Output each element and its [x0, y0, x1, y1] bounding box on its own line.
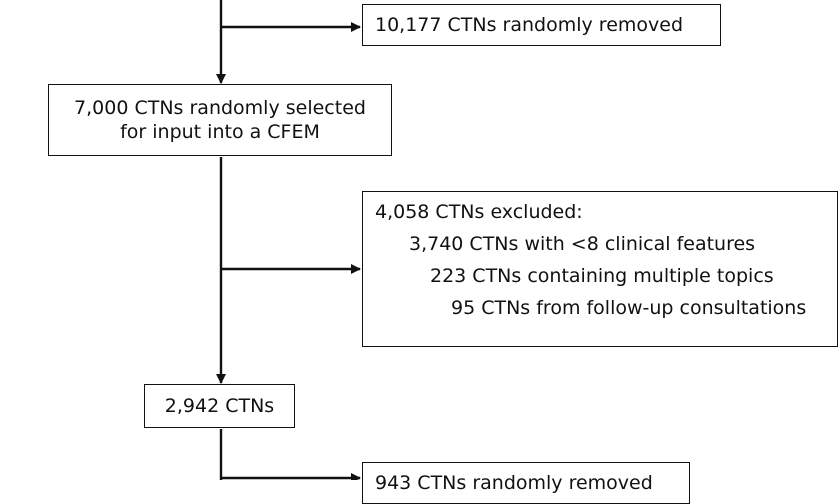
removed-top-label: 10,177 CTNs randomly removed: [375, 14, 684, 36]
remaining-label: 2,942 CTNs: [164, 395, 275, 417]
removed-top-box: 10,177 CTNs randomly removed: [362, 4, 721, 46]
selected-box: 7,000 CTNs randomly selected for input i…: [48, 84, 392, 156]
excluded-reason: 95 CTNs from follow-up consultations: [451, 297, 807, 319]
flow-connectors: [216, 0, 361, 480]
excluded-box: 4,058 CTNs excluded: 3,740 CTNs with <8 …: [362, 191, 838, 347]
excluded-title: 4,058 CTNs excluded:: [375, 201, 583, 223]
remaining-box: 2,942 CTNs: [144, 384, 295, 428]
removed-bottom-label: 943 CTNs randomly removed: [375, 472, 653, 494]
removed-bottom-box: 943 CTNs randomly removed: [362, 462, 690, 504]
selected-line-1: 7,000 CTNs randomly selected: [74, 97, 366, 119]
excluded-reason: 223 CTNs containing multiple topics: [430, 265, 774, 287]
selected-line-2: for input into a CFEM: [120, 121, 320, 143]
excluded-reason: 3,740 CTNs with <8 clinical features: [409, 233, 756, 255]
